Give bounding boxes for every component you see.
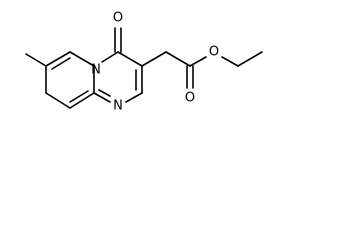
- bond-n2-c6-double: [98, 89, 111, 97]
- bond-o3-ch2: [221, 56, 239, 67]
- ester-ether-oxygen-label: O: [209, 45, 219, 60]
- bond-n1-c7: [101, 51, 119, 63]
- ester-carbonyl-oxygen-label: O: [185, 91, 195, 106]
- bond-c8-ch2: [141, 51, 167, 67]
- carbonyl-oxygen-label: O: [113, 11, 123, 26]
- bridgehead-nitrogen-label: N: [91, 63, 101, 78]
- bond-c2-c3-double: [51, 57, 71, 70]
- ring-nitrogen-label: N: [113, 99, 123, 114]
- bond-c4-c5: [45, 92, 71, 109]
- bond-c9-n2: [125, 92, 143, 103]
- bond-c5-c6: [69, 92, 95, 109]
- bond-ch2-ch3: [237, 51, 263, 67]
- bond-c2-c3: [45, 51, 71, 67]
- bond-c1-c2: [69, 51, 95, 67]
- bond-n2-c6: [93, 92, 111, 103]
- molecule-diagram: O N N O O: [25, 11, 263, 114]
- bond-c7-c8: [117, 51, 143, 67]
- bond-c5-c6-double: [69, 90, 89, 103]
- bond-methyl: [25, 53, 47, 67]
- bond-c10-o3: [189, 56, 207, 67]
- bond-ch2-c10: [165, 51, 191, 67]
